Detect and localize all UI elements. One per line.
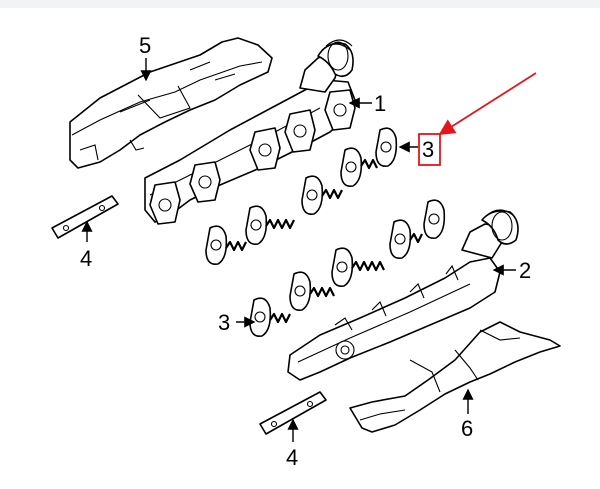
heat-shield-lower[interactable] <box>349 321 561 433</box>
exhaust-manifold-lower[interactable] <box>287 209 519 381</box>
heat-shield-upper[interactable] <box>69 37 273 169</box>
callout-2[interactable]: 2 <box>519 258 531 283</box>
bracket-strip-upper[interactable] <box>51 195 119 239</box>
gasket-set-upper[interactable] <box>205 127 398 266</box>
callout-4-bottom[interactable]: 4 <box>286 445 298 470</box>
highlight-box <box>418 133 441 166</box>
callout-6[interactable]: 6 <box>461 416 473 441</box>
bracket-strip-lower[interactable] <box>259 391 327 435</box>
callout-1[interactable]: 1 <box>374 91 386 116</box>
callout-3-top[interactable]: 3 <box>422 137 434 162</box>
callout-4-top[interactable]: 4 <box>80 246 92 271</box>
manifold-flange <box>149 89 356 225</box>
highlight-arrow <box>438 72 537 135</box>
callout-5[interactable]: 5 <box>139 33 151 58</box>
exhaust-manifold-upper[interactable] <box>144 39 356 225</box>
gasket-set-lower[interactable] <box>249 199 446 338</box>
top-strip <box>0 0 600 8</box>
callout-3-bottom[interactable]: 3 <box>218 310 230 335</box>
